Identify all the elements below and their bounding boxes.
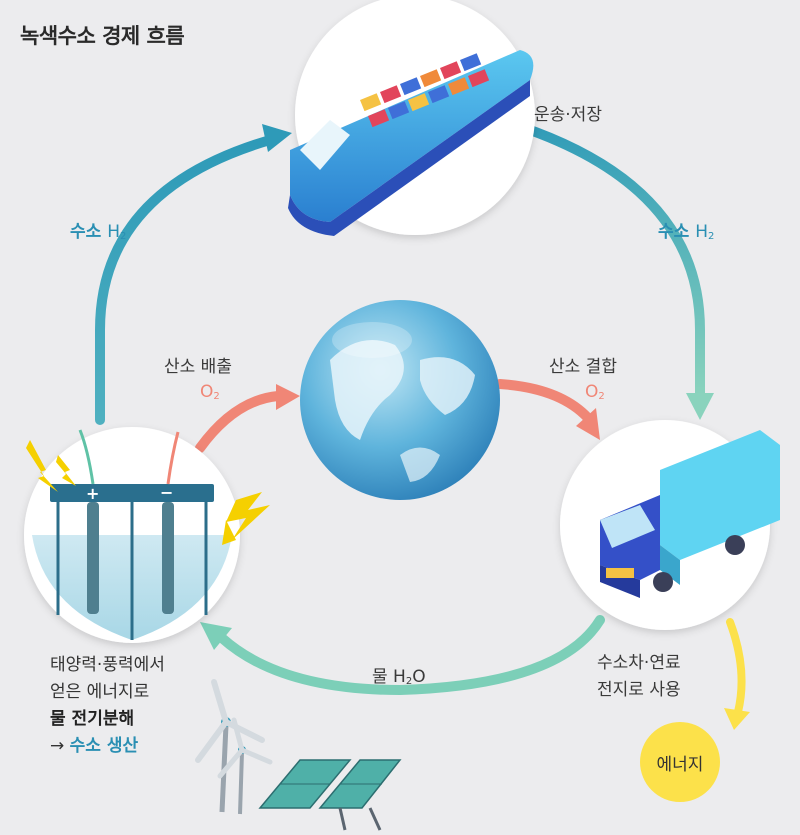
hydrogen-right-text: 수소 <box>658 222 690 242</box>
prod-line-2: 얻은 에너지로 <box>50 682 150 702</box>
lightning-icon <box>26 440 76 492</box>
h2-right-formula: H2 <box>695 222 715 242</box>
usage-line-2: 전지로 사용 <box>597 680 681 700</box>
minus-terminal: − <box>160 483 174 502</box>
oxygen-bind-label: 산소 결합 <box>549 357 617 377</box>
production-description: 태양력·풍력에서 얻은 에너지로 물 전기분해 → 수소 생산 <box>50 652 165 760</box>
earth-globe-icon <box>300 300 500 500</box>
wind-turbine-icon <box>195 679 273 815</box>
hydrogen-arrow-right <box>495 115 714 420</box>
plus-terminal: + <box>86 484 100 503</box>
h2-left-formula: H2 <box>107 222 127 242</box>
lightning-icon <box>222 492 270 545</box>
usage-line-1: 수소차·연료 <box>597 653 681 673</box>
transport-label: 운송·저장 <box>534 105 602 125</box>
solar-panel-icon <box>258 759 402 831</box>
water-arrow <box>200 615 605 696</box>
oxygen-emit-label: 산소 배출 <box>164 357 232 377</box>
prod-line-3: 물 전기분해 <box>50 709 135 729</box>
prod-line-4: 수소 생산 <box>69 736 139 756</box>
water-label: 물 H2O <box>372 662 426 687</box>
electrolysis-cell-icon <box>24 427 240 643</box>
oxygen-bind-arrow <box>495 379 600 440</box>
prod-arrow: → <box>50 736 65 756</box>
hydrogen-left-text: 수소 <box>70 222 102 242</box>
h2o-formula: H2O <box>393 667 426 687</box>
truck-icon <box>560 420 780 630</box>
o2-bind-formula: O2 <box>585 382 605 402</box>
hydrogen-left-label: 수소 H2 <box>70 217 126 242</box>
oxygen-emit-arrow <box>195 384 300 453</box>
energy-arrow <box>724 618 750 730</box>
prod-line-1: 태양력·풍력에서 <box>50 655 165 675</box>
page-title: 녹색수소 경제 흐름 <box>20 24 185 48</box>
hydrogen-right-label: 수소 H2 <box>658 217 714 242</box>
o2-emit-formula: O2 <box>200 382 220 402</box>
water-text: 물 <box>372 667 388 687</box>
energy-label: 에너지 <box>656 754 704 775</box>
usage-label: 수소차·연료 전지로 사용 <box>597 650 681 704</box>
cargo-ship-icon <box>288 0 535 236</box>
hydrogen-arrow-left <box>95 124 292 425</box>
energy-badge: 에너지 <box>640 722 720 802</box>
